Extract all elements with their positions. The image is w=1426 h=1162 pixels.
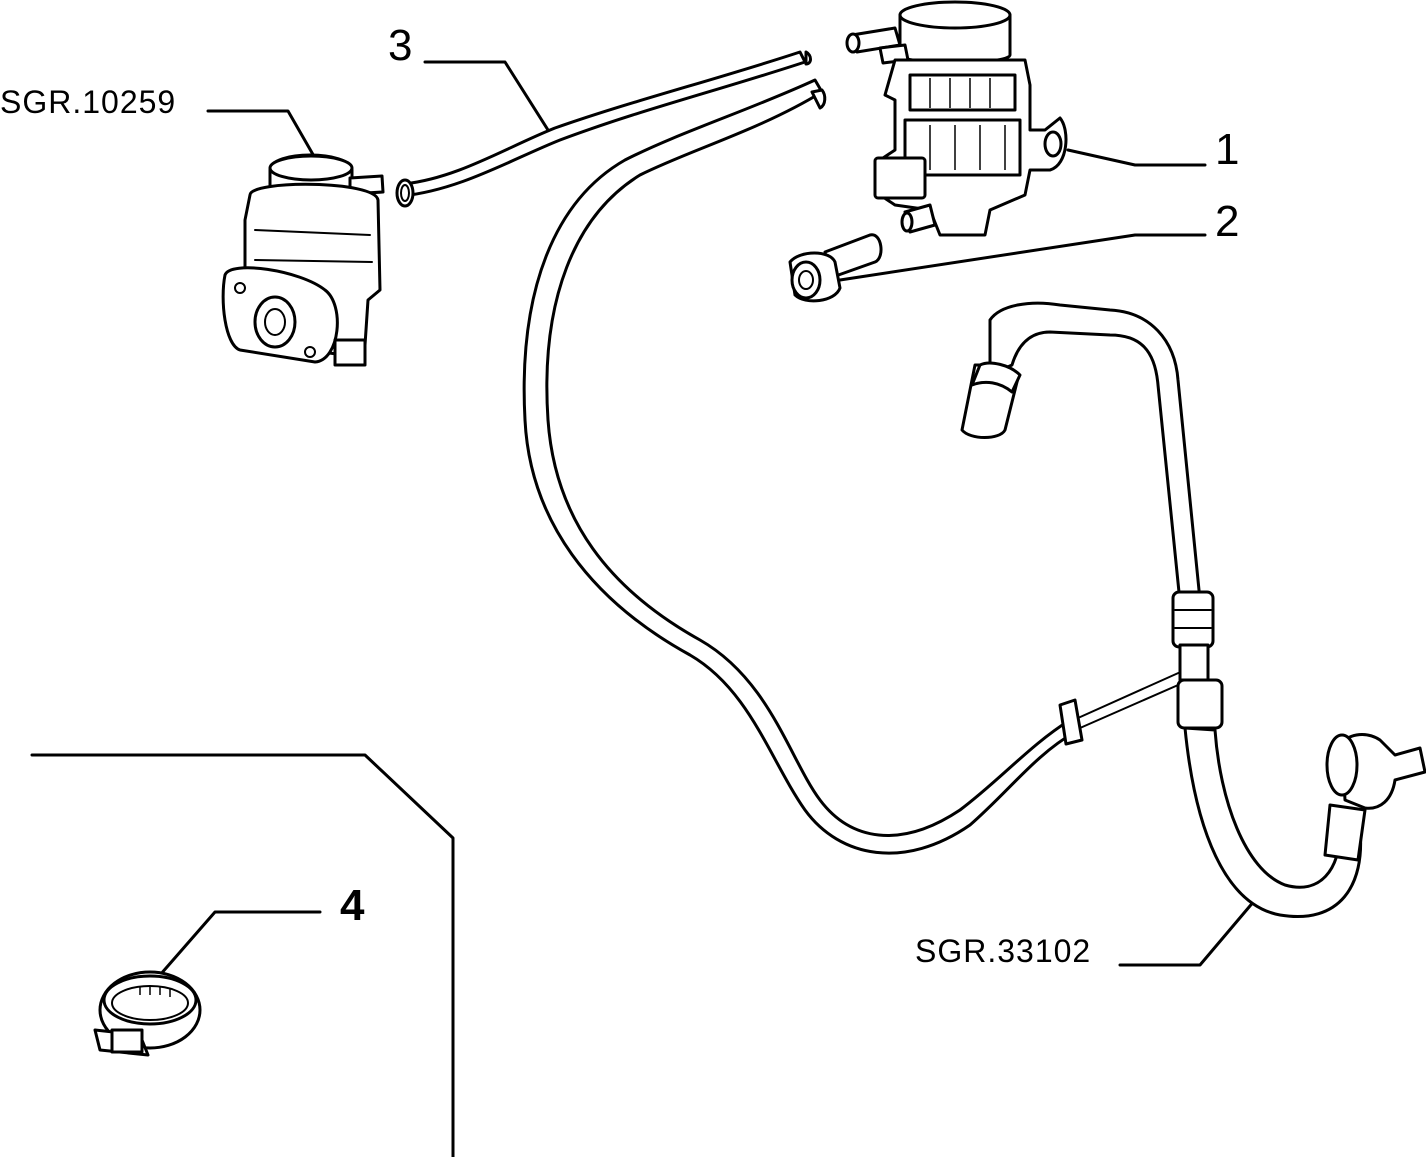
bolt-part-2 (788, 233, 883, 303)
callout-part-4: 4 (340, 881, 365, 930)
leader-sgr10259 (206, 109, 317, 160)
long-hose (522, 78, 1186, 855)
right-hose (960, 301, 1426, 918)
callout-ref-sgr10259: SGR.10259 (0, 84, 177, 120)
leader-4 (158, 910, 322, 977)
leader-3 (423, 60, 550, 132)
clamp-part-4 (93, 970, 202, 1057)
leader-sgr33102 (1118, 898, 1257, 967)
hose-part-3 (395, 50, 812, 208)
valve-part-1 (845, 0, 1068, 237)
callout-ref-sgr33102: SGR.33102 (915, 933, 1092, 969)
leader-2 (838, 233, 1207, 282)
leader-1 (1066, 148, 1207, 167)
callout-part-1: 1 (1215, 125, 1240, 174)
callout-part-3: 3 (388, 21, 413, 70)
leader-lines (30, 60, 1257, 1159)
frame-divider (30, 753, 455, 1159)
valve-sgr10259 (221, 153, 385, 367)
callout-part-2: 2 (1215, 197, 1240, 246)
